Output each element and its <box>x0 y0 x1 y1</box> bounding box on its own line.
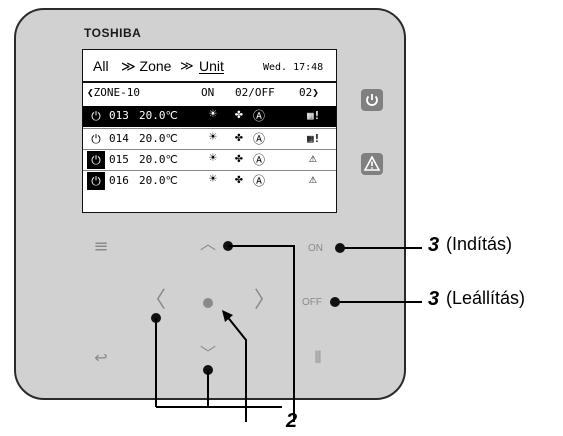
power-icon: ⏻ <box>91 108 101 123</box>
auto-icon: Ⓐ <box>253 174 266 188</box>
off-button[interactable]: OFF <box>302 297 322 308</box>
tab-all[interactable]: All <box>93 58 109 74</box>
brand-logo: TOSHIBA <box>84 26 142 40</box>
callout-number-off: 3 <box>428 288 440 310</box>
tab-bar: All ≫ Zone ≫ Unit Wed. 17:48 <box>83 50 336 86</box>
filter-icon: ▦! <box>307 132 321 145</box>
unit-temp: 20.0℃ <box>139 153 178 166</box>
fan-icon: ✤ <box>235 172 243 187</box>
settings-sliders-button[interactable]: ⫴ <box>314 348 322 367</box>
auto-icon: Ⓐ <box>253 132 266 146</box>
power-on-icon: ⏻ <box>87 172 105 190</box>
fan-icon: ✤ <box>235 107 243 122</box>
up-button[interactable]: ︿ <box>199 234 216 253</box>
unit-temp: 20.0℃ <box>139 174 178 187</box>
unit-id: 013 <box>109 109 129 122</box>
unit-temp: 20.0℃ <box>139 109 178 122</box>
left-button[interactable]: 〈 <box>144 288 167 313</box>
warning-icon: ⚠ <box>309 151 317 166</box>
fan-icon: ✤ <box>235 151 243 166</box>
menu-button[interactable]: ≡ <box>93 236 109 257</box>
callout-off-label: (Leállítás) <box>446 288 526 308</box>
lcd-screen: All ≫ Zone ≫ Unit Wed. 17:48 ❮ZONE-10 ON… <box>82 49 337 213</box>
zone-prev-label[interactable]: ❮ZONE-10 <box>87 86 140 99</box>
callout-number-on: 3 <box>428 234 440 256</box>
sun-icon: ☀ <box>209 151 217 166</box>
auto-icon: Ⓐ <box>253 109 266 123</box>
unit-id: 016 <box>109 174 129 187</box>
power-on-icon: ⏻ <box>87 151 105 169</box>
back-button[interactable]: ↩ <box>94 348 108 367</box>
on-button[interactable]: ON <box>308 243 323 254</box>
tab-unit[interactable]: Unit <box>199 58 224 74</box>
callout-number-nav: 2 <box>286 410 298 432</box>
unit-temp: 20.0℃ <box>139 132 178 145</box>
center-select-button[interactable] <box>203 298 213 308</box>
unit-row[interactable]: ⏻ 016 20.0℃ ☀ ✤ Ⓐ ⚠ <box>83 170 336 191</box>
auto-icon: Ⓐ <box>253 153 266 167</box>
sun-icon: ☀ <box>209 107 217 122</box>
alert-status-icon <box>361 153 383 175</box>
clock-display: Wed. 17:48 <box>263 62 324 73</box>
warning-icon: ⚠ <box>309 172 317 187</box>
filter-icon: ▦! <box>307 109 321 122</box>
power-icon: ⏻ <box>91 131 101 146</box>
right-button[interactable]: 〉 <box>254 288 277 313</box>
zone-header-row: ❮ZONE-10 ON 02/OFF 02❯ <box>83 82 336 102</box>
sun-icon: ☀ <box>209 172 217 187</box>
on-count-label: ON <box>201 86 215 99</box>
tab-separator: ≫ <box>180 58 194 73</box>
power-status-icon <box>361 89 383 111</box>
unit-row[interactable]: ⏻ 014 20.0℃ ☀ ✤ Ⓐ ▦! <box>83 128 336 149</box>
sun-icon: ☀ <box>209 130 217 145</box>
unit-id: 015 <box>109 153 129 166</box>
fan-icon: ✤ <box>235 130 243 145</box>
unit-id: 014 <box>109 132 129 145</box>
down-button[interactable]: ﹀ <box>199 344 216 363</box>
header-divider <box>83 81 336 83</box>
unit-row[interactable]: ⏻ 015 20.0℃ ☀ ✤ Ⓐ ⚠ <box>83 149 336 170</box>
callout-on-label: (Indítás) <box>446 234 513 254</box>
tab-zone[interactable]: ≫ Zone <box>121 58 172 74</box>
zone-next-label[interactable]: 02❯ <box>299 86 319 99</box>
unit-row[interactable]: ⏻ 013 20.0℃ ☀ ✤ Ⓐ ▦! <box>83 106 336 127</box>
off-count-label: 02/OFF <box>235 86 275 99</box>
